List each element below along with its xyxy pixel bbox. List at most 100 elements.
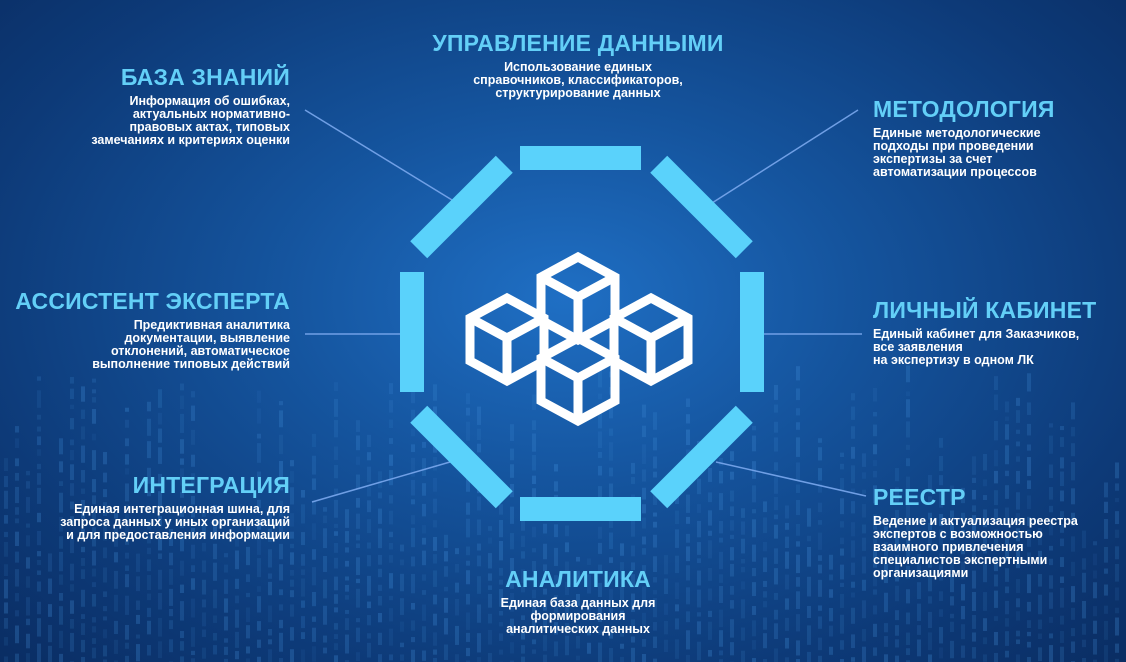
background-stripe xyxy=(499,610,503,616)
background-stripe xyxy=(939,627,943,644)
background-stripe xyxy=(642,536,646,545)
background-stripe xyxy=(1049,645,1053,662)
background-stripe xyxy=(576,655,580,661)
background-stripe xyxy=(719,551,723,570)
background-stripe xyxy=(136,576,140,592)
background-stripe xyxy=(301,649,305,662)
background-stripe xyxy=(895,576,899,582)
background-stripe xyxy=(1049,558,1053,566)
background-stripe xyxy=(510,533,514,550)
octagon-segment-right xyxy=(740,272,764,392)
background-stripe xyxy=(466,632,470,642)
background-stripe xyxy=(620,610,624,619)
section-description: Единая интеграционная шина, для запроса … xyxy=(60,502,290,542)
background-stripe xyxy=(26,497,30,513)
background-stripe xyxy=(719,659,723,662)
background-stripe xyxy=(983,453,987,471)
background-stripe xyxy=(873,589,877,595)
background-stripe xyxy=(169,620,173,630)
background-stripe xyxy=(59,481,63,487)
background-stripe xyxy=(774,421,778,433)
section-title: ИНТЕГРАЦИЯ xyxy=(132,472,290,498)
background-stripe xyxy=(730,490,734,502)
background-stripe xyxy=(59,592,63,601)
background-stripe xyxy=(532,420,536,431)
background-stripe xyxy=(37,601,41,615)
background-stripe xyxy=(675,604,679,612)
background-stripe xyxy=(1027,423,1031,436)
background-stripe xyxy=(774,623,778,640)
background-stripe xyxy=(334,643,338,651)
background-stripe xyxy=(554,641,558,657)
background-stripe xyxy=(554,481,558,492)
background-stripe xyxy=(873,623,877,637)
background-stripe xyxy=(796,437,800,457)
background-stripe xyxy=(290,543,294,549)
background-stripe xyxy=(829,625,833,637)
background-stripe xyxy=(873,485,877,504)
background-stripe xyxy=(774,437,778,452)
background-stripe xyxy=(48,578,52,594)
background-stripe xyxy=(125,537,129,545)
background-stripe xyxy=(26,597,30,616)
background-stripe xyxy=(301,600,305,608)
background-stripe xyxy=(609,428,613,436)
background-stripe xyxy=(400,654,404,661)
background-stripe xyxy=(741,538,745,554)
background-stripe xyxy=(741,508,745,518)
background-stripe xyxy=(994,508,998,523)
background-stripe xyxy=(730,642,734,656)
background-stripe xyxy=(510,578,514,589)
background-stripe xyxy=(345,560,349,567)
background-stripe xyxy=(323,528,327,549)
background-stripe xyxy=(686,654,690,662)
background-stripe xyxy=(598,486,602,505)
background-stripe xyxy=(510,464,514,478)
background-stripe xyxy=(906,476,910,492)
background-stripe xyxy=(587,628,591,636)
background-stripe xyxy=(774,568,778,585)
background-stripe xyxy=(1071,402,1075,420)
background-stripe xyxy=(59,438,63,455)
background-stripe xyxy=(730,619,734,638)
background-stripe xyxy=(15,472,19,481)
background-stripe xyxy=(664,620,668,635)
background-stripe xyxy=(598,393,602,400)
background-stripe xyxy=(37,487,41,504)
background-stripe xyxy=(554,575,558,588)
background-stripe xyxy=(983,654,987,662)
background-stripe xyxy=(279,410,283,428)
background-stripe xyxy=(103,591,107,598)
background-stripe xyxy=(191,650,195,656)
background-stripe xyxy=(807,508,811,527)
background-stripe xyxy=(4,476,8,488)
background-stripe xyxy=(213,543,217,560)
background-stripe xyxy=(796,614,800,632)
background-stripe xyxy=(961,584,965,601)
background-stripe xyxy=(884,564,888,584)
background-stripe xyxy=(400,559,404,566)
background-stripe xyxy=(1005,600,1009,615)
background-stripe xyxy=(928,535,932,552)
background-stripe xyxy=(1115,511,1119,525)
background-stripe xyxy=(1115,563,1119,582)
background-stripe xyxy=(191,429,195,445)
background-stripe xyxy=(147,507,151,513)
background-stripe xyxy=(367,434,371,448)
background-stripe xyxy=(576,635,580,649)
background-stripe xyxy=(752,485,756,503)
background-stripe xyxy=(543,574,547,582)
background-stripe xyxy=(367,615,371,626)
background-stripe xyxy=(532,589,536,599)
background-stripe xyxy=(433,477,437,492)
background-stripe xyxy=(939,529,943,546)
background-stripe xyxy=(642,504,646,514)
background-stripe xyxy=(213,505,217,514)
background-stripe xyxy=(719,537,723,543)
background-stripe xyxy=(752,509,756,514)
background-stripe xyxy=(367,542,371,549)
background-stripe xyxy=(257,471,261,491)
background-stripe xyxy=(411,409,415,422)
background-stripe xyxy=(829,574,833,581)
background-stripe xyxy=(499,633,503,641)
